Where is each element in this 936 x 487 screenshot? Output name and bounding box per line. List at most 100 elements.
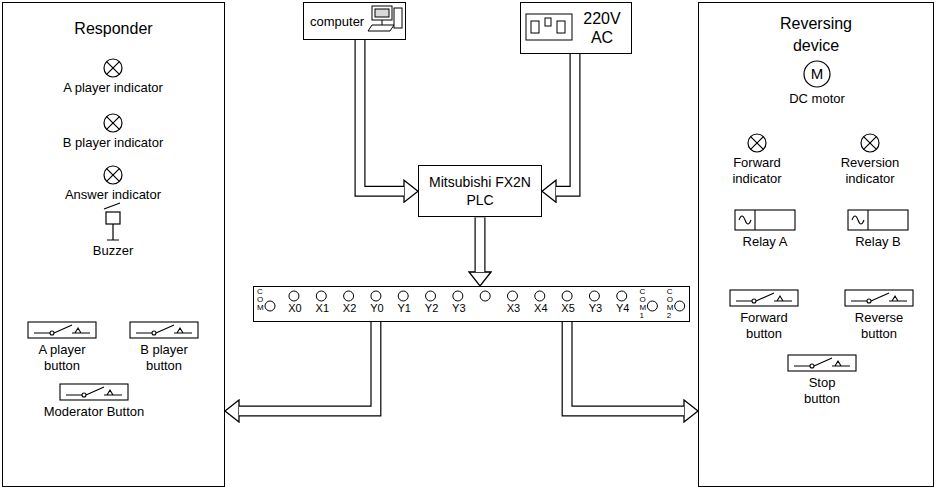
switch-symbol — [730, 290, 798, 306]
box-label: computer — [310, 14, 364, 29]
switch-symbol — [28, 290, 913, 400]
switch-symbol — [50, 331, 54, 335]
switch-symbol — [867, 299, 871, 303]
terminal-label: X4 — [527, 302, 554, 315]
switch-symbol — [34, 325, 90, 333]
terminal-label: Y4 — [609, 302, 636, 315]
terminal-label: X0 — [281, 302, 308, 315]
terminal-screw — [535, 291, 545, 301]
terminal-label: Y3 — [582, 302, 609, 315]
power-box: 220V AC — [520, 2, 632, 54]
switch-symbol — [136, 325, 192, 333]
switch-symbol — [810, 364, 814, 368]
box-label: Mitsubishi FX2N PLC — [425, 173, 535, 209]
switch-symbol — [66, 387, 122, 395]
computer-icon — [368, 25, 394, 31]
socket-icon — [545, 18, 551, 26]
terminal-label: X2 — [336, 302, 363, 315]
indicator-lamp — [104, 114, 122, 132]
component-label: B player button — [129, 342, 199, 375]
terminal-screw — [289, 291, 299, 301]
terminal-screw — [507, 291, 517, 301]
socket-icon — [526, 14, 572, 40]
switch-symbol — [82, 393, 86, 397]
terminal-label: X1 — [309, 302, 336, 315]
switch-symbol — [752, 299, 756, 303]
indicator-lamp — [107, 117, 120, 130]
component-label: Relay A — [725, 234, 805, 250]
switch-symbol — [788, 355, 856, 371]
relay-symbol — [735, 210, 795, 230]
connector-group — [567, 322, 684, 411]
component-label: B player indicator — [33, 135, 193, 151]
terminal-screw — [480, 291, 490, 301]
switch-symbol — [851, 293, 907, 301]
terminal-screw — [562, 291, 572, 301]
terminal-label: C O M — [257, 288, 265, 312]
terminal-screw — [265, 301, 275, 311]
terminal-label: Y3 — [445, 302, 472, 315]
terminal-label: X5 — [554, 302, 581, 315]
terminal-screw — [316, 291, 326, 301]
terminal-label: C O M 2 — [667, 288, 675, 320]
connector-group — [360, 40, 404, 191]
indicator-lamp — [107, 62, 120, 75]
indicator-lamp — [104, 166, 122, 184]
terminal-label: X3 — [500, 302, 527, 315]
terminal-screw — [617, 291, 627, 301]
terminal-screw — [371, 291, 381, 301]
switch-symbol — [736, 293, 792, 301]
block-arrow-inner — [556, 54, 575, 191]
motor-outline — [804, 61, 830, 87]
motor-circle: M — [803, 60, 831, 88]
block-arrow — [360, 40, 404, 191]
component-label: Reverse button — [844, 310, 914, 343]
buzzer-symbol — [104, 203, 120, 209]
component-label: Stop button — [797, 375, 847, 408]
switch-symbol — [28, 322, 96, 338]
relay-symbol — [848, 210, 908, 230]
indicator-lamp — [104, 59, 122, 77]
indicator-lamp — [751, 137, 764, 150]
component-label: Forward button — [729, 310, 799, 343]
buzzer-symbol — [107, 224, 119, 240]
computer-icon — [375, 9, 389, 17]
switch-symbol — [130, 322, 198, 338]
motor-symbol-letter: M — [803, 60, 831, 88]
block-arrow-inner — [567, 322, 684, 411]
component-label: Forward indicator — [717, 155, 797, 188]
component-label: DC motor — [777, 91, 857, 106]
block-arrow-inner — [476, 217, 485, 272]
terminal-screw — [675, 301, 685, 311]
buzzer-symbol — [106, 212, 120, 224]
component-label: Answer indicator — [33, 187, 193, 203]
block-arrow — [567, 322, 684, 411]
component-label: Relay B — [838, 234, 918, 250]
terminal-label: Y0 — [363, 302, 390, 315]
connector-group — [239, 322, 376, 411]
switch-symbol — [60, 384, 128, 400]
computer-icon — [372, 6, 392, 20]
indicator-lamp — [748, 134, 766, 152]
computer-box: computer — [303, 2, 406, 40]
connector-group — [480, 217, 481, 272]
terminal-screw — [453, 291, 463, 301]
indicator-lamp — [864, 137, 877, 150]
box-label: 220V AC — [577, 9, 627, 47]
indicator-lamp — [107, 169, 120, 182]
socket-icon — [526, 14, 572, 40]
component-label: Reversion indicator — [830, 155, 910, 188]
terminal-screw — [589, 291, 599, 301]
plc-box: Mitsubishi FX2N PLC — [418, 165, 542, 217]
terminal-label: Y2 — [418, 302, 445, 315]
component-label: A player indicator — [33, 80, 193, 96]
block-arrow-inner — [360, 40, 404, 191]
block-arrow-inner — [239, 322, 376, 411]
block-arrow — [556, 54, 575, 191]
computer-icon — [368, 6, 402, 31]
dc-motor: M DC motor — [777, 60, 857, 106]
relay-symbol — [852, 210, 868, 230]
terminal-screw — [647, 301, 657, 311]
terminal-label: Y1 — [391, 302, 418, 315]
terminal-screw — [426, 291, 436, 301]
